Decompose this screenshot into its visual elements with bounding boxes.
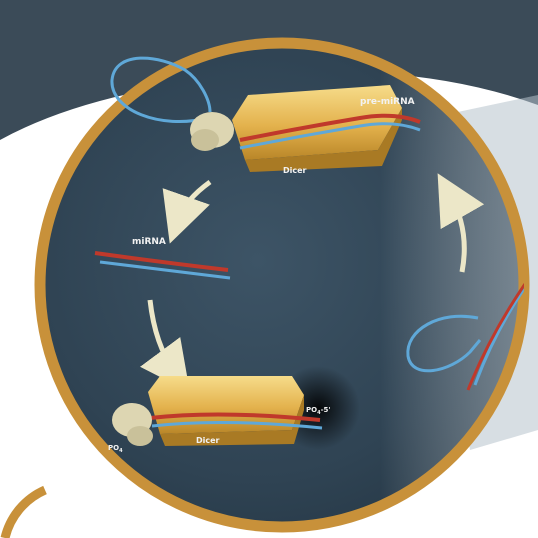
- dicer-label-bottom: Dicer: [196, 436, 220, 445]
- small-ring-fragment: [5, 490, 45, 538]
- mirna-label: miRNA: [132, 237, 166, 247]
- pre-mirna-label: pre-miRNA: [360, 97, 415, 107]
- dicer-label-top: Dicer: [283, 166, 307, 175]
